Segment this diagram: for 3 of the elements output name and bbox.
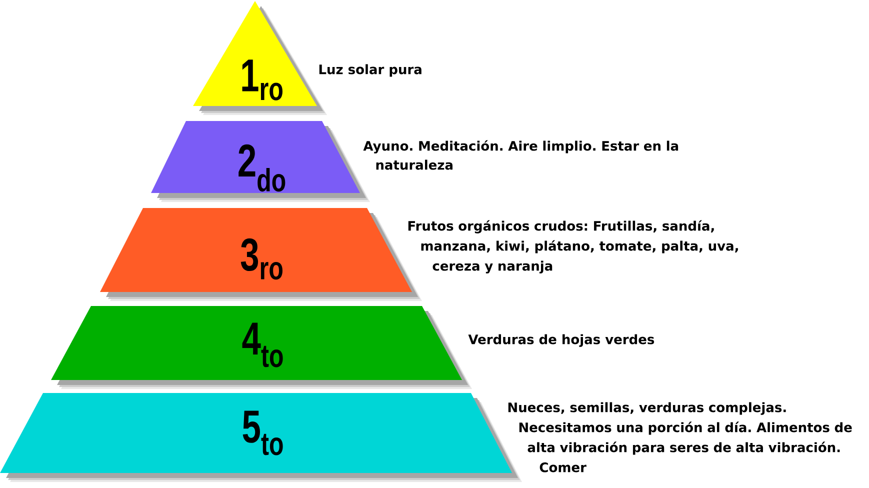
level-description: Nueces, semillas, verduras complejas. Necesitamos una porción al día. Alimentos de alta vibración para seres de alta vibración. Comer <box>508 402 852 472</box>
level-description: Frutos orgánicos crudos: Frutillas, sandía, manzana, kiwi, plátano, tomate, palta, uva, cereza y naranja <box>408 220 738 274</box>
level-description: Ayuno. Meditación. Aire limplio. Estar en la naturaleza <box>363 140 678 170</box>
